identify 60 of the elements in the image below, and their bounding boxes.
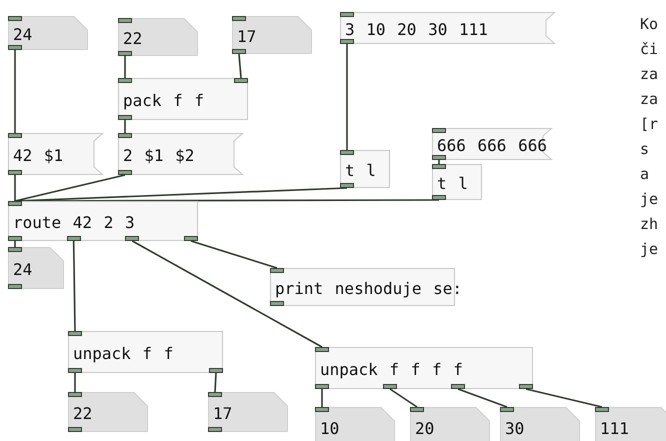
number-box <box>208 392 288 432</box>
patch-cord <box>74 373 76 392</box>
patch-cord <box>190 240 278 269</box>
patch-cord <box>124 120 126 133</box>
patch-cord <box>72 240 76 332</box>
box-text: 30 <box>505 419 524 438</box>
object-box <box>340 150 390 188</box>
object-box <box>68 331 223 373</box>
number-box <box>232 16 312 54</box>
box-text: 22 <box>73 404 92 424</box>
patch-cord <box>346 44 348 150</box>
message-box <box>118 133 243 175</box>
patch-cord <box>14 174 126 202</box>
number-box <box>500 407 580 441</box>
object-box <box>118 78 248 120</box>
number-box <box>595 407 666 441</box>
number-box <box>315 407 395 441</box>
patch-cord <box>458 388 508 408</box>
number-box <box>8 247 64 289</box>
box-text: 3 10 20 30 111 <box>345 20 488 40</box>
patch-cord <box>438 160 440 164</box>
patch-cord <box>14 241 16 247</box>
patch-cord <box>14 50 16 133</box>
box-text: 20 <box>415 419 434 438</box>
box-text: 2 $1 $2 <box>123 146 194 166</box>
object-box <box>8 201 198 241</box>
number-box <box>8 16 88 50</box>
patch-cord <box>321 389 323 407</box>
box-text: 24 <box>13 25 32 44</box>
object-box <box>432 164 482 200</box>
number-box <box>118 18 198 56</box>
box-text: 10 <box>320 419 340 438</box>
patch-cord <box>390 388 418 408</box>
patch-cord <box>238 54 242 78</box>
message-box <box>340 12 555 44</box>
patch-cord <box>14 175 16 201</box>
patch-cord <box>132 240 322 348</box>
box-text: 24 <box>13 260 32 280</box>
box-text: print neshoduje se: <box>275 279 462 298</box>
box-text: route 42 2 3 <box>13 213 135 232</box>
message-box <box>8 133 103 175</box>
patch-cord <box>214 372 217 392</box>
box-text: t l <box>437 174 468 194</box>
patch-cord <box>124 56 126 78</box>
box-text: t l <box>345 161 376 180</box>
box-text: unpack f f <box>73 344 174 364</box>
object-box <box>315 347 533 389</box>
number-box <box>410 407 490 441</box>
box-text: pack f f <box>123 91 204 110</box>
message-box <box>432 128 552 160</box>
box-text: 111 <box>600 419 629 438</box>
number-box <box>68 392 148 432</box>
comment-text: Ko či za za [r s a je zh je <box>640 14 660 260</box>
box-text: 666 666 666 <box>437 136 547 156</box>
box-text: 42 $1 <box>13 146 64 166</box>
box-text: 17 <box>237 27 256 46</box>
box-text: unpack f f f f <box>320 360 463 380</box>
box-text: 17 <box>213 404 232 424</box>
box-text: 22 <box>123 29 142 48</box>
patch-cord <box>526 388 602 408</box>
